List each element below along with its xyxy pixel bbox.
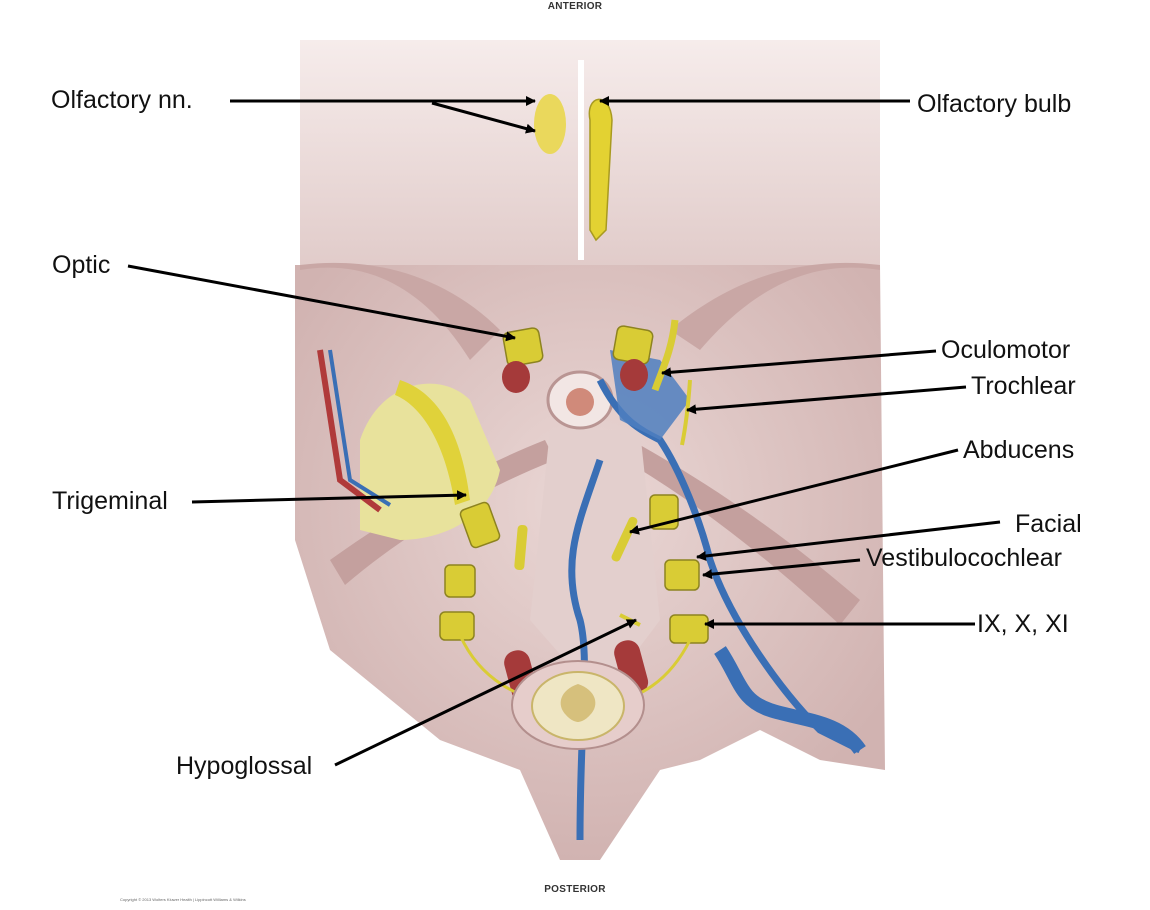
clivus (530, 430, 660, 700)
pituitary-stalk (566, 388, 594, 416)
orientation-anterior: ANTERIOR (547, 1, 603, 12)
label-trigeminal: Trigeminal (52, 487, 168, 515)
arrow-trochlear (686, 385, 967, 415)
label-hypoglossal: Hypoglossal (176, 752, 313, 780)
abducens-nerve-stub (514, 524, 528, 571)
arrow-olfactory-nn-2 (431, 101, 536, 134)
vestibulocochlear-nerve (664, 559, 700, 591)
label-abducens: Abducens (963, 436, 1075, 464)
arrow-facial (696, 520, 1001, 561)
label-ix-x-xi: IX, X, XI (977, 610, 1069, 638)
trochlear-nerve (680, 379, 692, 446)
crista-galli (578, 60, 584, 260)
arrow-trigeminal (191, 490, 467, 504)
orientation-posterior: POSTERIOR (544, 884, 606, 895)
trigeminal-nerve (395, 380, 470, 505)
label-trochlear: Trochlear (971, 372, 1076, 400)
ix-x-xi-nerve-left (439, 611, 475, 641)
spinal-gray-matter (560, 684, 596, 722)
oculomotor-nerve (651, 319, 679, 392)
sphenoid-ridge-right (670, 262, 880, 350)
arrow-vestibulocochlear (702, 558, 861, 580)
arrow-oculomotor (661, 349, 937, 378)
sigmoid-sinus (714, 646, 866, 755)
meningeal-artery (317, 349, 382, 513)
label-oculomotor: Oculomotor (941, 336, 1071, 364)
label-vestibulocochlear: Vestibulocochlear (866, 544, 1062, 572)
arrow-abducens (629, 448, 959, 535)
cribriform-plate (534, 94, 566, 154)
label-facial: Facial (1015, 510, 1082, 538)
internal-carotid-right (620, 359, 648, 391)
internal-carotid-left (502, 361, 530, 393)
sphenoid-ridge-left (300, 262, 500, 360)
arrow-hypoglossal (334, 618, 637, 767)
arrow-optic (127, 264, 516, 342)
trigeminal-root (459, 501, 501, 549)
label-optic: Optic (52, 251, 111, 279)
copyright-notice: Copyright © 2013 Wolters Kluwer Health |… (120, 897, 246, 902)
label-olfactory-nn: Olfactory nn. (51, 86, 193, 114)
facial-nerve-left (444, 564, 476, 598)
label-olfactory-bulb: Olfactory bulb (917, 90, 1072, 118)
